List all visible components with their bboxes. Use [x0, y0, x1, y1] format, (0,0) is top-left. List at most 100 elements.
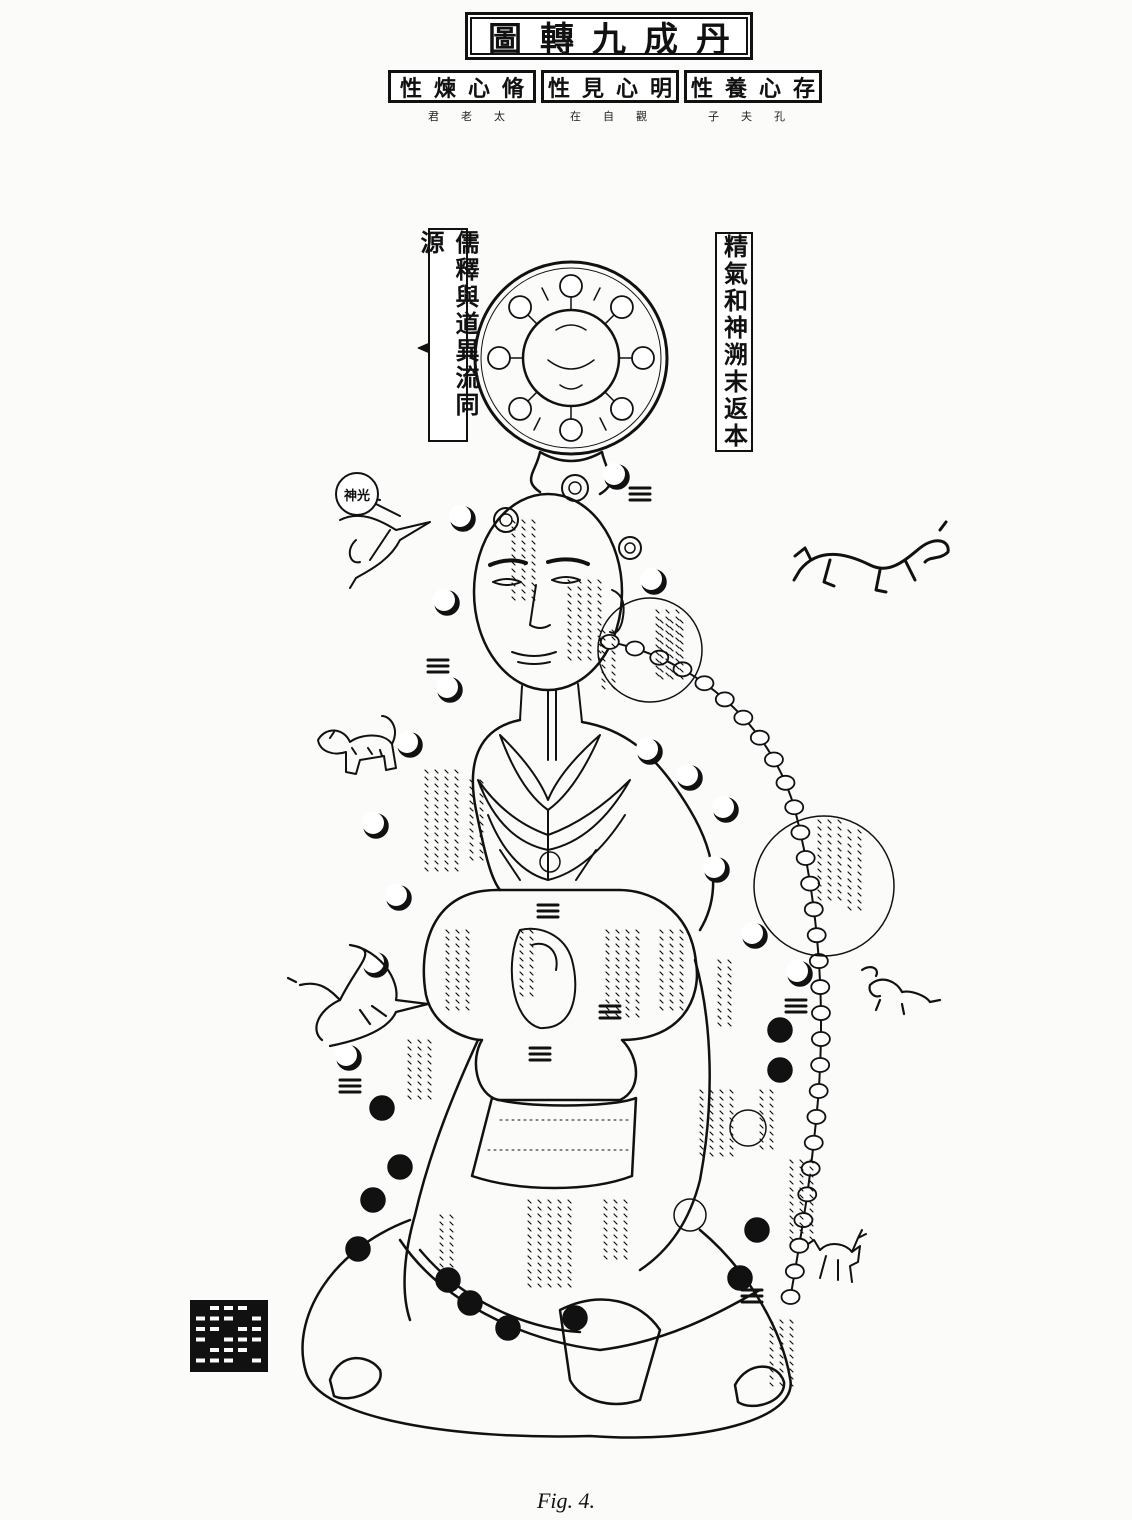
text-glyph-mark [531, 568, 536, 573]
text-glyph-mark [809, 1187, 814, 1192]
text-glyph-mark [529, 978, 534, 983]
seal-glyph-stroke [224, 1358, 233, 1363]
text-glyph-mark [719, 1103, 724, 1108]
text-glyph-mark [547, 1248, 552, 1253]
text-glyph-mark [789, 1229, 794, 1234]
text-glyph-mark [424, 853, 429, 858]
text-glyph-mark [567, 628, 572, 633]
text-glyph-mark [587, 600, 592, 605]
figure-caption: Fig. 4. [536, 1488, 596, 1513]
text-glyph-mark [434, 790, 439, 795]
text-glyph-mark [527, 1199, 532, 1204]
text-glyph-mark [445, 1006, 450, 1011]
text-glyph-mark [521, 582, 526, 587]
text-glyph-mark [587, 607, 592, 612]
text-glyph-mark [837, 833, 842, 838]
text-glyph-mark [809, 1215, 814, 1220]
text-glyph-mark [547, 1213, 552, 1218]
subtitle-caption: 子夫孔 [708, 110, 807, 123]
text-glyph-mark [519, 992, 524, 997]
text-glyph-mark [613, 1255, 618, 1260]
text-glyph-mark [809, 1236, 814, 1241]
annotation-text-columns [407, 519, 862, 1387]
text-glyph-mark [699, 1103, 704, 1108]
text-glyph-mark [597, 649, 602, 654]
text-glyph-mark [611, 650, 616, 655]
diagram-title: 圖轉九成丹 [488, 19, 748, 60]
seal-glyph-stroke [210, 1358, 219, 1363]
text-glyph-mark [623, 1241, 628, 1246]
text-glyph-mark [789, 1319, 794, 1324]
text-glyph-mark [769, 1354, 774, 1359]
text-glyph-mark [445, 964, 450, 969]
text-glyph-mark [827, 854, 832, 859]
text-glyph-mark [717, 959, 722, 964]
text-glyph-mark [605, 985, 610, 990]
text-glyph-mark [434, 797, 439, 802]
text-glyph-mark [521, 568, 526, 573]
text-glyph-mark [615, 936, 620, 941]
text-glyph-mark [669, 943, 674, 948]
text-glyph-mark [605, 971, 610, 976]
dark-moon [495, 1315, 521, 1341]
text-glyph-mark [857, 892, 862, 897]
text-glyph-mark [529, 929, 534, 934]
text-glyph-mark [454, 776, 459, 781]
text-glyph-mark [531, 533, 536, 538]
text-glyph-mark [717, 987, 722, 992]
text-glyph-mark [611, 671, 616, 676]
text-glyph-mark [837, 854, 842, 859]
text-glyph-mark [659, 992, 664, 997]
text-glyph-mark [465, 964, 470, 969]
text-glyph-mark [679, 668, 684, 673]
seal-glyph-stroke [224, 1316, 233, 1321]
text-glyph-mark [679, 929, 684, 934]
text-glyph-mark [675, 658, 680, 663]
text-glyph-mark [567, 1276, 572, 1281]
text-glyph-mark [557, 1227, 562, 1232]
text-glyph-mark [809, 1166, 814, 1171]
text-glyph-mark [567, 1199, 572, 1204]
crescent-moon [436, 676, 458, 698]
text-glyph-mark [537, 1262, 542, 1267]
text-glyph-mark [407, 1081, 412, 1086]
text-glyph-mark [717, 980, 722, 985]
text-glyph-mark [635, 957, 640, 962]
text-glyph-mark [434, 776, 439, 781]
text-glyph-mark [407, 1088, 412, 1093]
text-glyph-mark [679, 957, 684, 962]
text-glyph-mark [601, 650, 606, 655]
disk-node [631, 346, 655, 370]
disk-node [487, 346, 511, 370]
crescent-moon [703, 856, 725, 878]
text-glyph-mark [521, 540, 526, 545]
text-glyph-mark [679, 654, 684, 659]
text-glyph-mark [659, 950, 664, 955]
text-glyph-mark [789, 1333, 794, 1338]
text-glyph-mark [434, 811, 439, 816]
right-vertical-banner: 精氣和神溯末返本 [715, 232, 753, 452]
text-glyph-mark [597, 621, 602, 626]
text-glyph-mark [769, 1368, 774, 1373]
text-glyph-mark [511, 540, 516, 545]
right-foot [733, 1365, 786, 1408]
text-glyph-mark [847, 871, 852, 876]
text-glyph-mark [449, 1249, 454, 1254]
text-glyph-mark [529, 992, 534, 997]
text-glyph-mark [847, 864, 852, 869]
text-glyph-mark [444, 867, 449, 872]
neck [519, 683, 583, 761]
text-glyph-mark [615, 999, 620, 1004]
text-glyph-mark [407, 1060, 412, 1065]
text-glyph-mark [444, 804, 449, 809]
text-glyph-mark [729, 1096, 734, 1101]
seal-glyph-stroke [196, 1316, 205, 1321]
text-glyph-mark [615, 964, 620, 969]
text-glyph-mark [587, 614, 592, 619]
text-glyph-mark [669, 936, 674, 941]
text-glyph-mark [567, 614, 572, 619]
disk-node [559, 418, 583, 442]
crescent-moon [603, 463, 625, 485]
text-glyph-mark [613, 1241, 618, 1246]
text-glyph-mark [679, 1006, 684, 1011]
